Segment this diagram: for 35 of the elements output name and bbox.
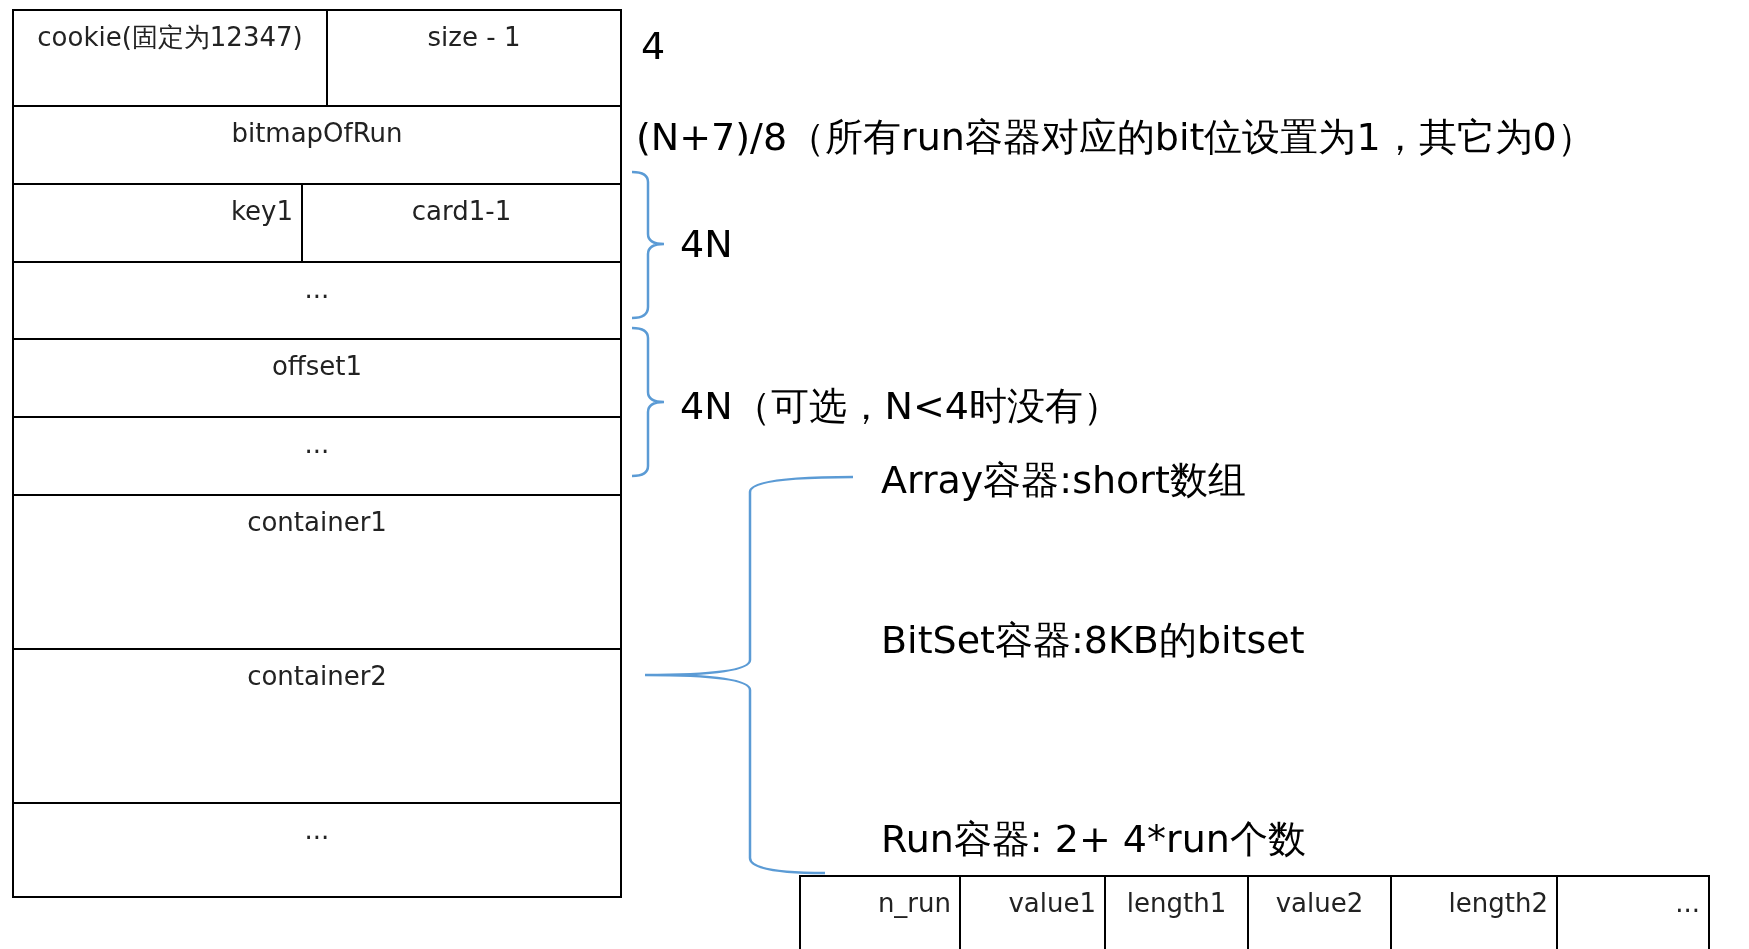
size-note: 4N: [680, 222, 733, 266]
cell-text: ...: [1674, 887, 1701, 920]
table-cell: [12, 261, 622, 340]
cell-text: offset1: [270, 350, 364, 383]
table-cell: [1556, 875, 1710, 949]
container-note: Run容器: 2+ 4*run个数: [881, 816, 1306, 863]
table-cell: [12, 802, 622, 898]
cell-text: cookie(固定为12347): [36, 21, 304, 54]
size-note: 4: [641, 24, 666, 68]
table-cell: [12, 338, 622, 418]
cell-text: key1: [229, 195, 294, 228]
size-note: 4N（可选，N<4时没有）: [680, 383, 1122, 430]
size-note: (N+7)/8（所有run容器对应的bit位设置为1，其它为0）: [636, 114, 1595, 161]
cell-text: container2: [246, 660, 388, 693]
cell-text: ...: [303, 273, 331, 306]
cell-text: length1: [1125, 887, 1228, 920]
cell-text: value2: [1274, 887, 1365, 920]
container-note: Array容器:short数组: [881, 457, 1246, 504]
container-note: BitSet容器:8KB的bitset: [881, 617, 1305, 664]
table-cell: [12, 9, 328, 107]
cell-text: n_run: [876, 887, 952, 920]
cell-text: length2: [1447, 887, 1549, 920]
table-cell: [799, 875, 961, 949]
cell-text: value1: [1007, 887, 1097, 920]
table-cell: [12, 648, 622, 804]
table-cell: [12, 416, 622, 496]
table-cell: [326, 9, 622, 107]
cell-text: container1: [246, 506, 388, 539]
cell-text: ...: [303, 428, 331, 461]
cell-text: ...: [303, 814, 331, 847]
table-cell: [12, 494, 622, 650]
table-cell: [12, 105, 622, 185]
cell-text: bitmapOfRun: [230, 117, 404, 150]
cell-text: size - 1: [426, 21, 522, 54]
cell-text: card1-1: [410, 195, 513, 228]
